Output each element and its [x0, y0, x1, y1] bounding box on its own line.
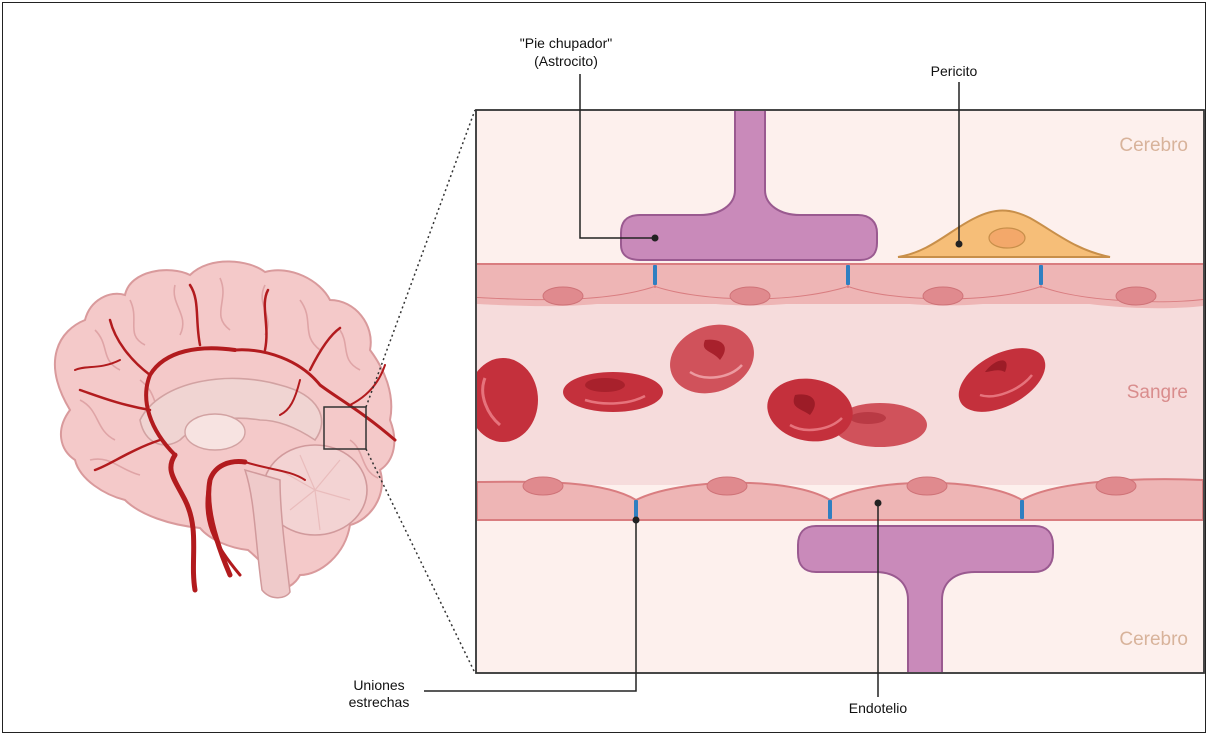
- leader-dot-endothelium: [875, 500, 882, 507]
- leader-dot-astrocyte: [652, 235, 659, 242]
- region-label-brain-top: Cerebro: [1119, 135, 1188, 156]
- endothelium-top: [477, 264, 1203, 308]
- region-label-blood: Sangre: [1127, 382, 1188, 403]
- red-blood-cell: [468, 358, 538, 442]
- brain-illustration: [55, 261, 395, 597]
- label-tight-junctions-line1: Uniones: [353, 677, 404, 693]
- label-pericyte: Pericito: [931, 63, 978, 79]
- label-astrocyte-line1: "Pie chupador": [520, 35, 612, 51]
- vessel-panel: [468, 105, 1203, 680]
- thalamus: [185, 414, 245, 450]
- leader-dot-pericyte: [956, 241, 963, 248]
- region-label-brain-bottom: Cerebro: [1119, 629, 1188, 650]
- leader-dot-tight-junctions: [633, 517, 640, 524]
- zoom-line-top: [366, 110, 475, 407]
- label-tight-junctions-line2: estrechas: [349, 694, 410, 710]
- red-blood-cell: [563, 372, 663, 412]
- label-endothelium: Endotelio: [849, 700, 908, 716]
- label-astrocyte-line2: (Astrocito): [534, 53, 598, 69]
